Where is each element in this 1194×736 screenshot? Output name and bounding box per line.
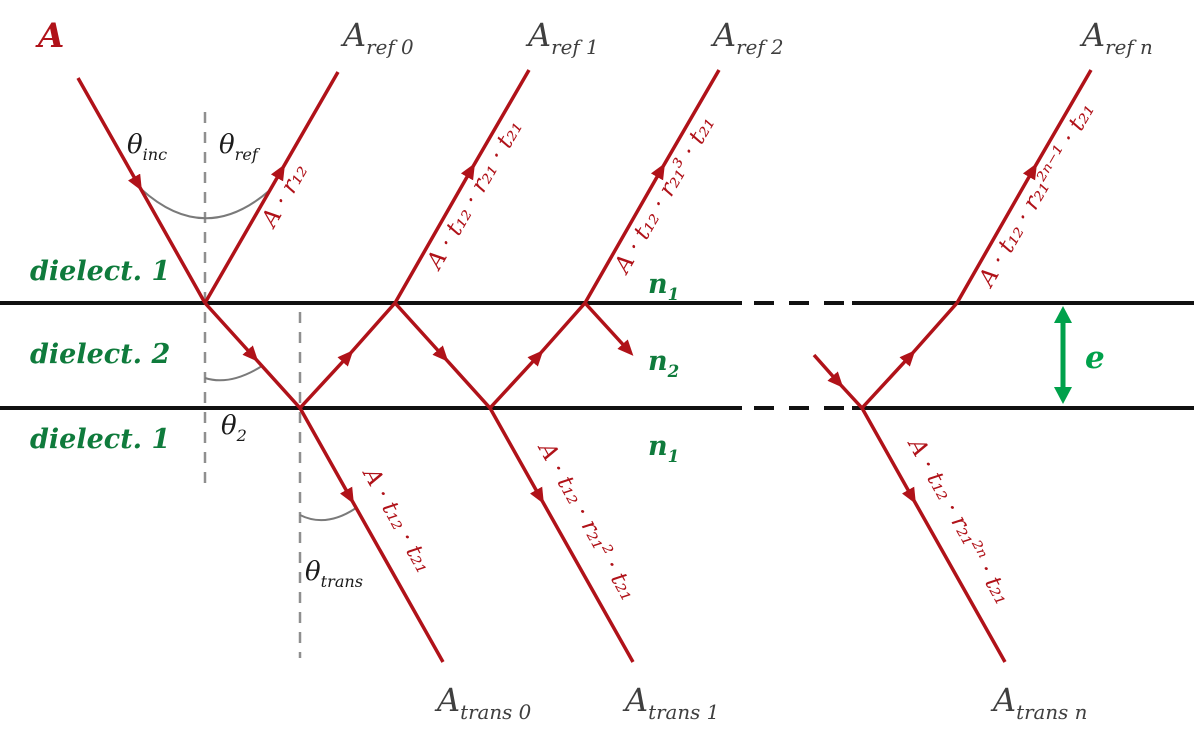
label-theta-trans-sub: trans — [321, 572, 363, 591]
internal-ray-down-1 — [203, 301, 302, 410]
label-a-ref-1: Aref 1 — [525, 16, 599, 59]
label-thickness-e: e — [1085, 340, 1105, 376]
medium-labels: dielect. 1 dielect. 2 dielect. 1 n1 n2 n… — [30, 256, 679, 466]
label-a-trans-n-sub: trans n — [1016, 701, 1087, 724]
label-a-trans-1-base: A — [622, 681, 648, 719]
label-dielectric-2: dielect. 2 — [30, 339, 170, 370]
reflected-ray-0 — [203, 71, 340, 304]
angle-arc-transmission — [299, 507, 357, 522]
amplitude-label-trans-0: A · t₁₂ · t₂₁ — [357, 462, 437, 578]
label-n2-sub: 2 — [667, 361, 680, 381]
label-a-ref-n-base: A — [1079, 16, 1105, 54]
label-theta-trans-base: θ — [305, 557, 321, 587]
label-a-ref-2-sub: ref 2 — [736, 36, 783, 59]
reflected-ray-amplitude-labels: A · r₁₂ A · t₁₂ · r₂₁ · t₂₁ A · t₁₂ · r₂… — [256, 98, 1100, 292]
amplitude-label-ref-n: A · t₁₂ · r₂₁²ⁿ⁻¹ · t₂₁ — [973, 98, 1100, 292]
label-a-trans-n-base: A — [990, 681, 1016, 719]
label-n1-top: n1 — [648, 269, 679, 304]
label-a-ref-0-sub: ref 0 — [366, 36, 413, 59]
label-n1-bottom-sub: 1 — [668, 446, 680, 466]
label-theta-inc: θinc — [127, 130, 167, 164]
label-theta-2-sub: 2 — [236, 426, 247, 445]
incident-amplitude-label: A — [35, 16, 64, 56]
label-theta-inc-sub: inc — [143, 145, 168, 164]
top-beam-labels: A Aref 0 Aref 1 Aref 2 Aref n — [35, 16, 1153, 59]
label-a-trans-0-sub: trans 0 — [460, 701, 531, 724]
angle-arc-incidence-reflection — [140, 188, 271, 220]
label-theta-2: θ2 — [221, 411, 247, 445]
label-dielectric-1-bottom: dielect. 1 — [30, 424, 170, 455]
amplitude-label-ref-0: A · r₁₂ — [256, 160, 314, 234]
label-theta-trans: θtrans — [305, 557, 363, 591]
film-thickness-arrow — [1054, 306, 1072, 404]
label-n1-top-base: n — [648, 269, 668, 300]
internal-ray-down-2 — [393, 301, 492, 410]
label-n1-top-sub: 1 — [668, 284, 680, 304]
label-n2-base: n — [648, 346, 668, 377]
label-a-ref-2-base: A — [710, 16, 736, 54]
label-a-ref-2: Aref 2 — [710, 16, 784, 59]
label-a-trans-0-base: A — [434, 681, 460, 719]
label-n2: n2 — [648, 346, 679, 381]
amplitude-label-ref-1: A · t₁₂ · r₂₁ · t₂₁ — [421, 116, 528, 276]
label-dielectric-1-top: dielect. 1 — [30, 256, 170, 287]
internal-ray-continuation-stub — [583, 301, 634, 356]
label-theta-ref-sub: ref — [235, 145, 261, 164]
label-theta-ref: θref — [219, 130, 261, 164]
transmitted-ray-1 — [488, 407, 635, 663]
amplitude-label-ref-2: A · t₁₂ · r₂₁³ · t₂₁ — [609, 112, 721, 280]
label-theta-2-base: θ — [221, 411, 237, 441]
label-a-ref-1-base: A — [525, 16, 551, 54]
label-theta-ref-base: θ — [219, 130, 235, 160]
internal-ray-up-2 — [488, 301, 587, 410]
transmitted-ray-n — [860, 407, 1007, 663]
internal-ray-down-n — [812, 353, 864, 410]
reflected-ray-n — [955, 69, 1093, 304]
rays — [76, 69, 1093, 663]
thickness-arrow-up-head-icon — [1054, 306, 1072, 323]
reflected-ray-1 — [393, 69, 531, 304]
transmitted-ray-amplitude-labels: A · t₁₂ · t₂₁ A · t₁₂ · r₂₁² · t₂₁ A · t… — [357, 432, 1016, 609]
angle-labels: θinc θref θ2 θtrans — [127, 130, 363, 591]
internal-ray-up-1 — [298, 301, 397, 410]
label-n1-bottom: n1 — [648, 431, 679, 466]
label-a-ref-1-sub: ref 1 — [551, 36, 598, 59]
label-a-ref-n-sub: ref n — [1105, 36, 1153, 59]
label-a-trans-1: Atrans 1 — [622, 681, 719, 724]
internal-ray-up-n — [860, 301, 959, 410]
label-a-trans-1-sub: trans 1 — [648, 701, 719, 724]
thickness-arrow-down-head-icon — [1054, 387, 1072, 404]
incident-ray — [76, 77, 207, 304]
angle-arcs — [140, 188, 357, 522]
interface-lines — [0, 301, 1194, 410]
label-a-trans-0: Atrans 0 — [434, 681, 531, 724]
label-a-ref-0-base: A — [340, 16, 366, 54]
label-a-ref-0: Aref 0 — [340, 16, 414, 59]
reflected-ray-2 — [583, 69, 721, 304]
transmitted-ray-0 — [298, 407, 445, 663]
label-a-ref-n: Aref n — [1079, 16, 1153, 59]
bottom-beam-labels: Atrans 0 Atrans 1 Atrans n — [434, 681, 1087, 724]
label-n1-bottom-base: n — [648, 431, 668, 462]
angle-arc-refraction — [204, 365, 263, 382]
label-theta-inc-base: θ — [127, 130, 143, 160]
label-a-trans-n: Atrans n — [990, 681, 1087, 724]
